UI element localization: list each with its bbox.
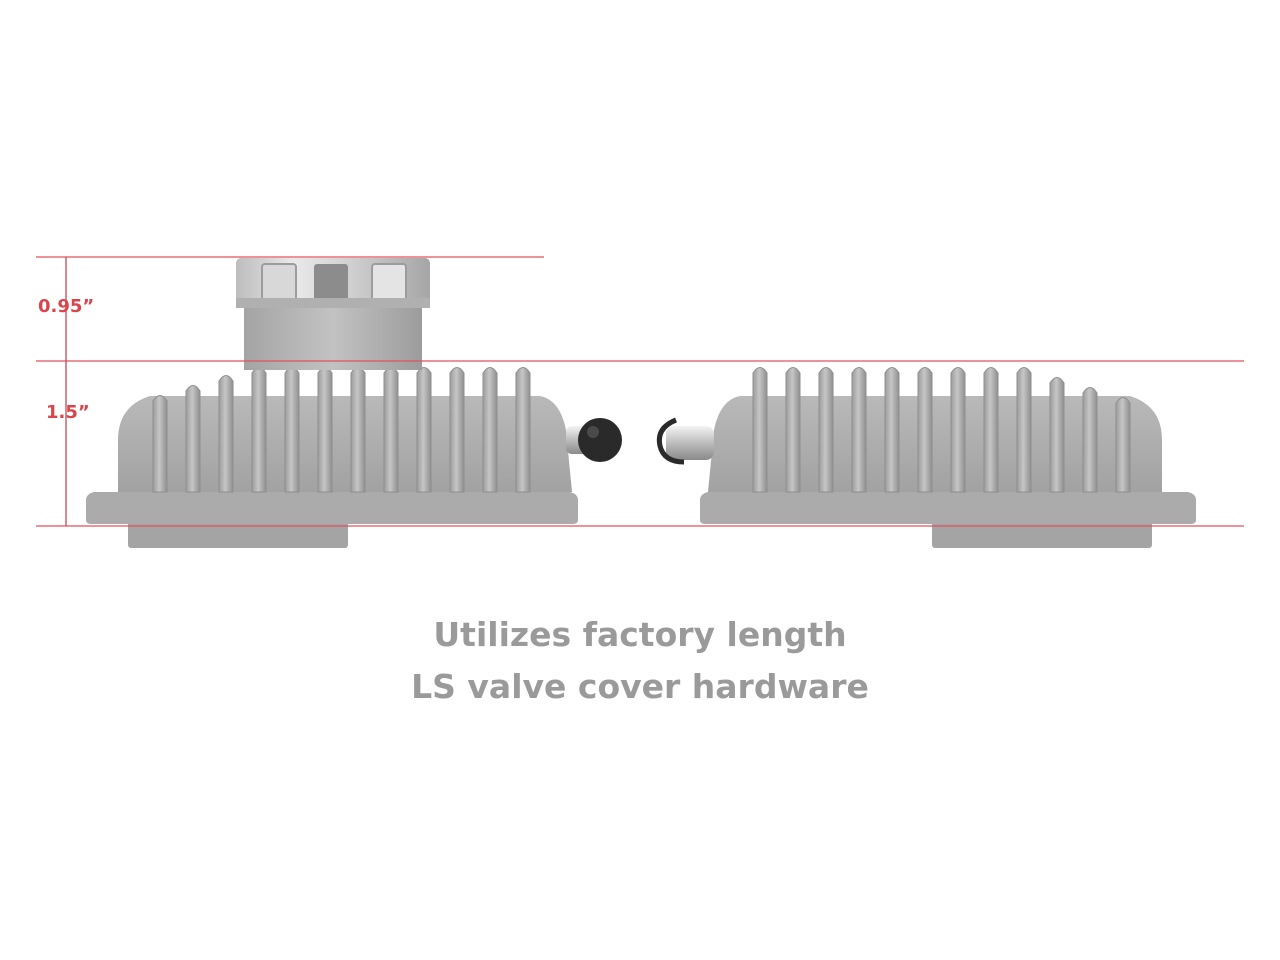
left-fin — [284, 367, 300, 493]
left-fin — [185, 385, 201, 493]
right-valve-cover — [656, 367, 1196, 548]
dimension-lines — [36, 256, 1244, 527]
left-valve-cover — [86, 258, 622, 548]
right-fin — [1016, 367, 1032, 493]
right-fins — [752, 367, 1131, 493]
oil-cap-neck — [244, 300, 422, 370]
right-fin — [818, 367, 834, 493]
right-fin — [884, 367, 900, 493]
left-fins — [152, 367, 531, 493]
right-base-gasket — [932, 520, 1152, 548]
caption-line-1: Utilizes factory length — [433, 615, 847, 654]
left-flange — [86, 492, 578, 524]
left-fin — [449, 367, 465, 493]
left-fin — [482, 367, 498, 493]
left-breather-fitting — [566, 418, 622, 462]
left-fin — [251, 367, 267, 493]
dim-label-upper: 0.95” — [38, 296, 95, 317]
left-fin — [317, 367, 333, 493]
left-fin — [515, 367, 531, 493]
right-fin — [983, 367, 999, 493]
left-fin — [152, 395, 168, 493]
left-fin — [416, 367, 432, 493]
right-fin — [917, 367, 933, 493]
left-fin — [383, 367, 399, 493]
right-fin — [1082, 387, 1098, 493]
oil-cap — [236, 258, 430, 308]
right-fin — [1115, 397, 1131, 493]
caption-line-2: LS valve cover hardware — [411, 667, 869, 706]
right-fin — [785, 367, 801, 493]
right-fin — [752, 367, 768, 493]
dim-label-lower: 1.5” — [46, 402, 90, 423]
left-fin — [350, 367, 366, 493]
right-flange — [700, 492, 1196, 524]
left-fin — [218, 375, 234, 493]
left-base-gasket — [128, 520, 348, 548]
right-fin — [851, 367, 867, 493]
right-fin — [1049, 377, 1065, 493]
right-fin — [950, 367, 966, 493]
right-pcv-fitting — [656, 417, 714, 465]
